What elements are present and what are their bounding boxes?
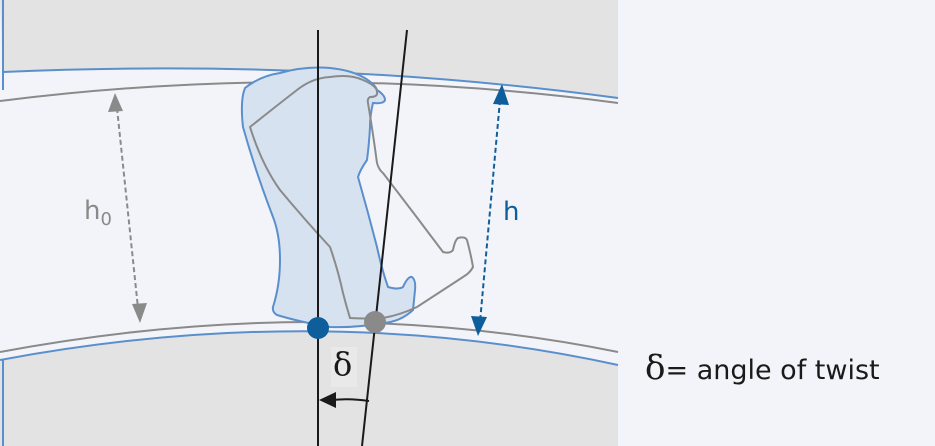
h-label: h	[503, 197, 520, 227]
delta-label-bg	[331, 347, 357, 387]
twist-arrow-left-icon	[319, 392, 336, 408]
h-dimension-line	[479, 99, 501, 323]
bottom-rim	[0, 331, 618, 446]
delta-label: δ	[333, 345, 353, 383]
h0-label-subscript: 0	[100, 209, 112, 230]
h0-dimension-line	[116, 107, 139, 309]
legend-text: = angle of twist	[665, 355, 880, 386]
legend: δ= angle of twist	[645, 348, 880, 388]
deformed-profile	[248, 75, 475, 320]
top-rim	[0, 0, 618, 98]
gray-contact-point	[364, 311, 386, 333]
h-arrow-down-icon	[471, 316, 487, 336]
h0-arrow-down-icon	[132, 303, 147, 323]
twisted-axis	[361, 29, 408, 446]
h0-label-main: h	[84, 196, 101, 226]
legend-symbol: δ	[645, 348, 666, 388]
h0-label: h0	[84, 196, 112, 230]
blue-contact-point	[307, 317, 329, 339]
h-arrow-up-icon	[493, 84, 509, 105]
h0-arrow-up-icon	[108, 93, 123, 112]
